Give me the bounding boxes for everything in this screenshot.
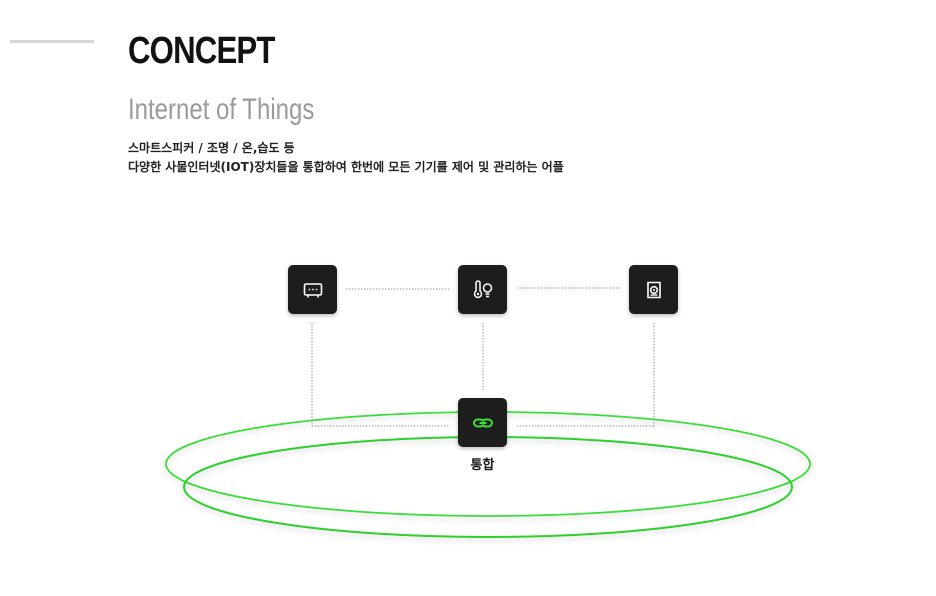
hub-node[interactable] (458, 398, 507, 447)
speaker-node[interactable] (288, 265, 337, 314)
description: 스마트스피커 / 조명 / 온,습도 등 다양한 사물인터넷(IOT)장치들을 … (128, 139, 564, 177)
device-node[interactable] (629, 265, 678, 314)
hub-label: 통합 (470, 458, 495, 473)
description-line-1: 스마트스피커 / 조명 / 온,습도 등 (128, 141, 295, 155)
orbit-ring-inner (183, 436, 793, 538)
page-subtitle: Internet of Things (128, 93, 315, 126)
thermometer-bulb-icon (473, 279, 492, 298)
accent-divider (10, 40, 94, 43)
page-title: CONCEPT (128, 30, 275, 72)
description-line-2: 다양한 사물인터넷(IOT)장치들을 통합하여 한번에 모든 기기를 제어 및 … (128, 160, 564, 174)
connector-lines (311, 287, 655, 427)
sensor-node[interactable] (458, 265, 507, 314)
smart-device-icon (646, 281, 661, 298)
link-icon (472, 418, 493, 427)
speaker-icon (303, 282, 322, 297)
